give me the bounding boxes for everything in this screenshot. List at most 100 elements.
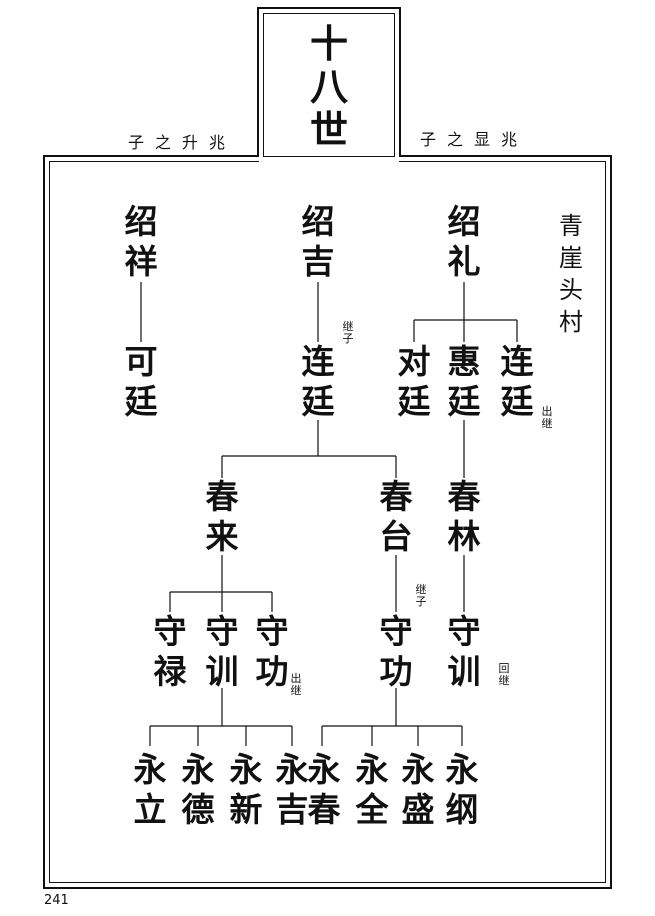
- right-lineage-label: 子之显兆: [420, 130, 529, 149]
- glyph: 训: [205, 652, 239, 691]
- glyph: 守: [379, 612, 413, 651]
- glyph: 永: [229, 750, 263, 789]
- member-shougong-a: 守功: [252, 612, 292, 692]
- glyph: 春: [379, 477, 413, 516]
- glyph: 出: [541, 405, 553, 418]
- glyph: 继: [290, 684, 302, 697]
- note-adopted-out-1: 出继: [540, 406, 554, 430]
- glyph: 训: [447, 652, 481, 691]
- member-duiting: 对廷: [394, 342, 434, 422]
- member-shouxun-a: 守训: [202, 612, 242, 692]
- member-shaoli: 绍礼: [444, 202, 484, 282]
- glyph: 八: [309, 64, 348, 109]
- glyph: 十: [309, 21, 348, 66]
- member-yongji: 永吉: [272, 750, 312, 830]
- glyph: 廷: [500, 382, 534, 421]
- member-chunlai: 春来: [202, 477, 242, 557]
- member-lianting-a: 连廷: [298, 342, 338, 422]
- glyph: 连: [500, 342, 534, 381]
- glyph: 禄: [153, 652, 187, 691]
- member-yongxin: 永新: [226, 750, 266, 830]
- member-yongsheng: 永盛: [398, 750, 438, 830]
- glyph: 世: [309, 107, 348, 152]
- village-label: 青崖头村: [556, 210, 586, 338]
- glyph: 永: [401, 750, 435, 789]
- glyph: 功: [255, 652, 289, 691]
- glyph: 新: [229, 790, 263, 829]
- glyph: 立: [133, 790, 167, 829]
- glyph: 吉: [301, 242, 335, 281]
- member-yongquan: 永全: [352, 750, 392, 830]
- member-yongli: 永立: [130, 750, 170, 830]
- member-chunlin: 春林: [444, 477, 484, 557]
- glyph: 永: [307, 750, 341, 789]
- glyph: 功: [379, 652, 413, 691]
- glyph: 守: [205, 612, 239, 651]
- glyph: 春: [447, 477, 481, 516]
- member-shoulu: 守禄: [150, 612, 190, 692]
- member-shouxun-b: 守训: [444, 612, 484, 692]
- glyph: 继: [342, 320, 354, 333]
- member-chuntai: 春台: [376, 477, 416, 557]
- glyph: 村: [559, 308, 583, 336]
- glyph: 盛: [401, 790, 435, 829]
- glyph: 连: [301, 342, 335, 381]
- glyph: 春: [205, 477, 239, 516]
- glyph: 永: [445, 750, 479, 789]
- note-adopted-out-2: 出继: [289, 673, 303, 697]
- glyph: 出: [290, 672, 302, 685]
- glyph: 来: [205, 517, 239, 556]
- glyph: 林: [447, 517, 481, 556]
- glyph: 绍: [124, 202, 158, 241]
- glyph: 永: [181, 750, 215, 789]
- glyph: 永: [133, 750, 167, 789]
- glyph: 子: [415, 595, 427, 608]
- member-shaoji: 绍吉: [298, 202, 338, 282]
- glyph: 德: [181, 790, 215, 829]
- generation-title: 十八世: [263, 22, 395, 151]
- member-keting: 可廷: [121, 342, 161, 422]
- glyph: 永: [275, 750, 309, 789]
- note-returned-adoption: 回继: [497, 663, 511, 687]
- page-number: 241: [44, 893, 69, 908]
- note-adopted-son-1: 继子: [341, 321, 355, 345]
- member-lianting-b: 连廷: [497, 342, 537, 422]
- glyph: 继: [498, 674, 510, 687]
- generation-box-inner: [263, 13, 395, 157]
- note-adopted-son-2: 继子: [414, 584, 428, 608]
- member-shougong-b: 守功: [376, 612, 416, 692]
- glyph: 廷: [397, 382, 431, 421]
- member-shaoxiang: 绍祥: [121, 202, 161, 282]
- glyph: 绍: [301, 202, 335, 241]
- glyph: 继: [415, 583, 427, 596]
- glyph: 守: [153, 612, 187, 651]
- glyph: 廷: [447, 382, 481, 421]
- glyph: 对: [397, 342, 431, 381]
- glyph: 纲: [445, 790, 479, 829]
- glyph: 回: [498, 662, 510, 675]
- member-yonggang: 永纲: [442, 750, 482, 830]
- glyph: 崖: [559, 244, 583, 272]
- glyph: 春: [307, 790, 341, 829]
- glyph: 台: [379, 517, 413, 556]
- glyph: 绍: [447, 202, 481, 241]
- glyph: 祥: [124, 242, 158, 281]
- glyph: 礼: [447, 242, 481, 281]
- glyph: 青: [559, 212, 583, 240]
- glyph: 廷: [301, 382, 335, 421]
- glyph: 全: [355, 790, 389, 829]
- member-yongchun: 永春: [304, 750, 344, 830]
- glyph: 永: [355, 750, 389, 789]
- glyph: 头: [559, 276, 583, 304]
- glyph: 廷: [124, 382, 158, 421]
- member-huiting: 惠廷: [444, 342, 484, 422]
- glyph: 守: [255, 612, 289, 651]
- left-lineage-label: 子之升兆: [128, 133, 237, 152]
- glyph: 继: [541, 417, 553, 430]
- glyph: 惠: [447, 342, 481, 381]
- member-yongde: 永德: [178, 750, 218, 830]
- glyph: 吉: [275, 790, 309, 829]
- glyph: 守: [447, 612, 481, 651]
- glyph: 可: [124, 342, 158, 381]
